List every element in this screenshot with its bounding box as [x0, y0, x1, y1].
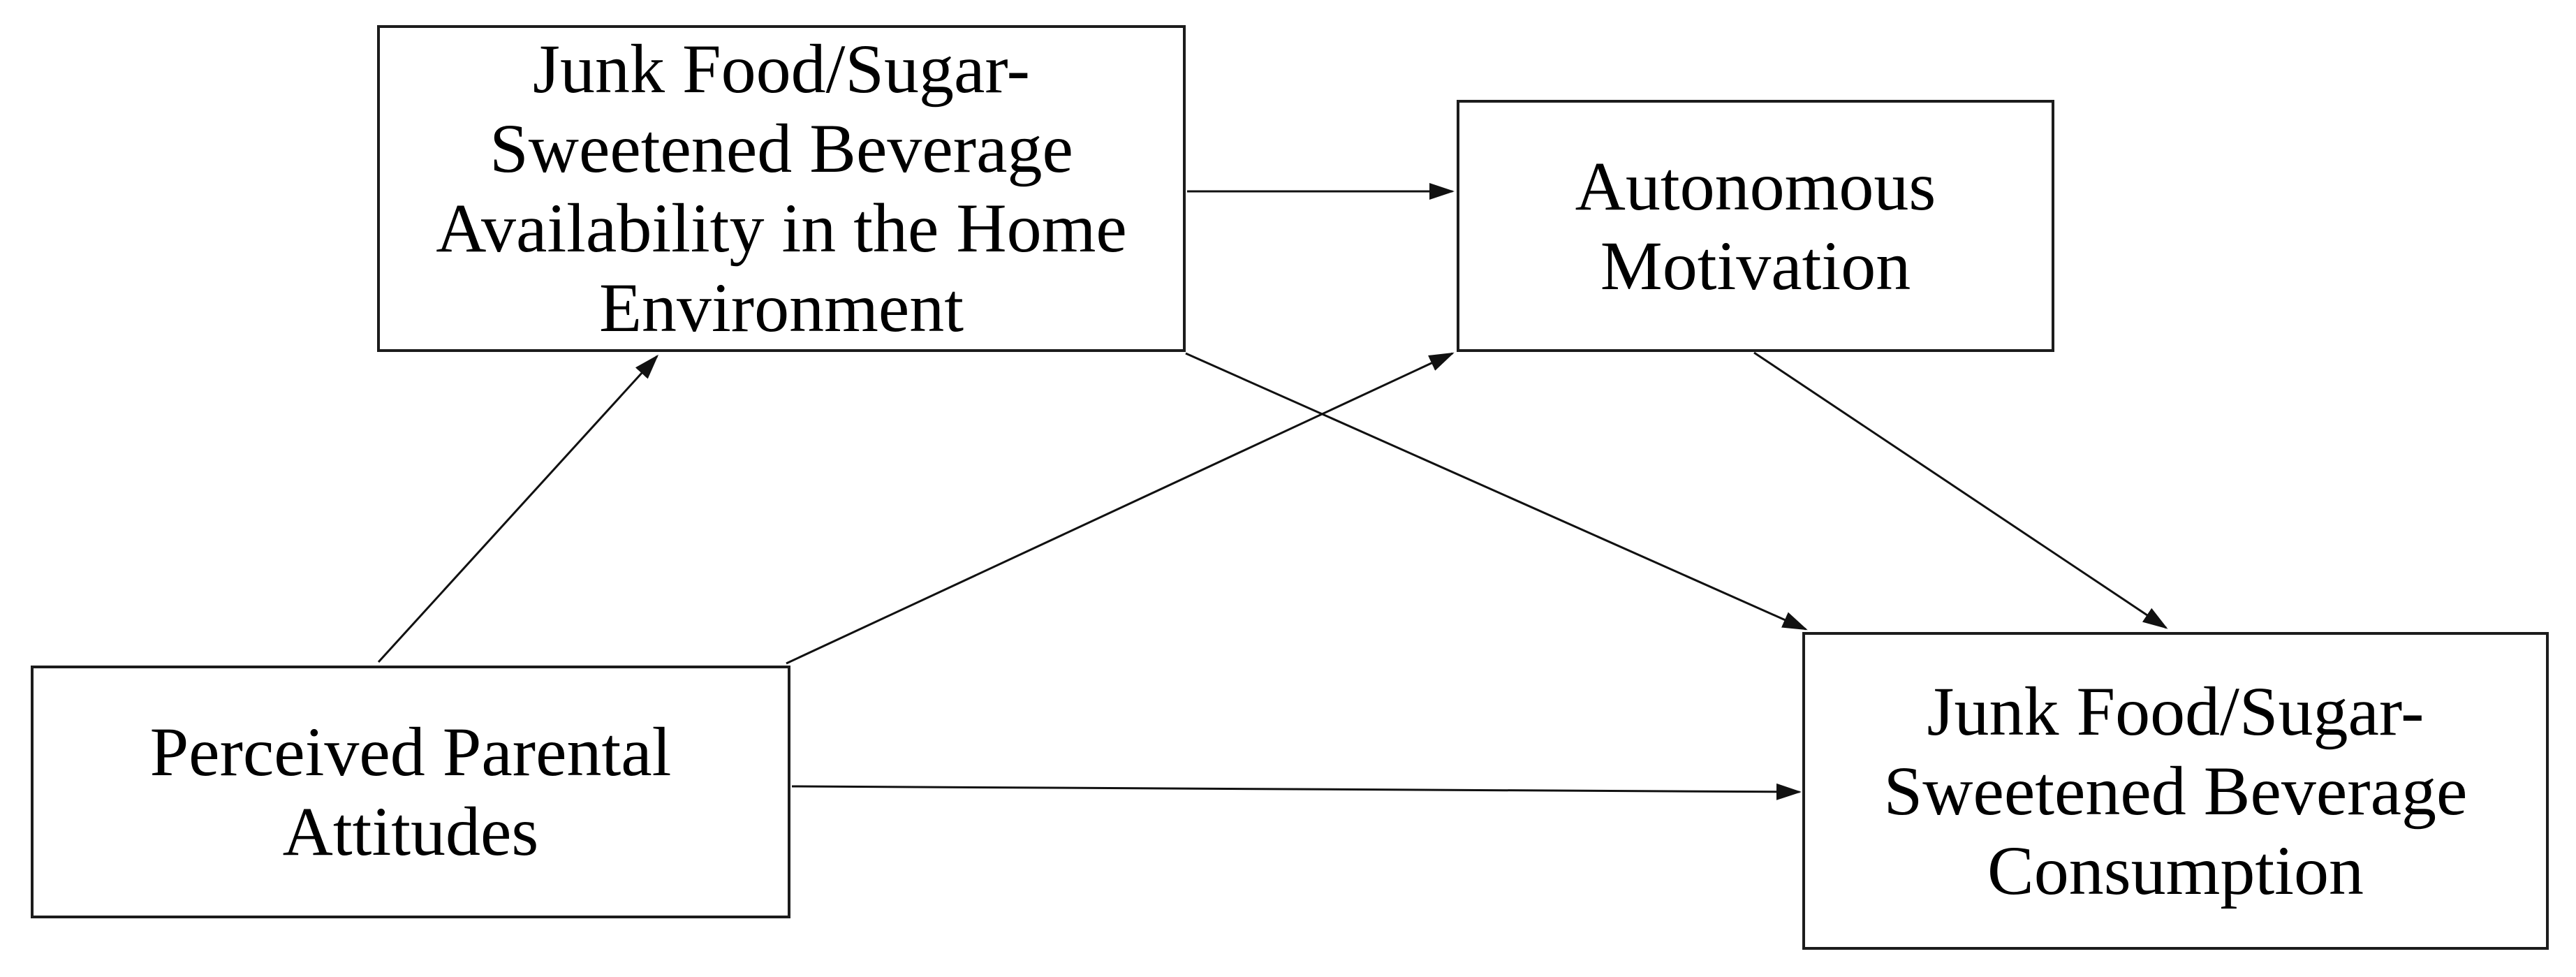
node-availability-line: Junk Food/Sugar-: [533, 30, 1030, 108]
node-consumption-line: Junk Food/Sugar-: [1927, 672, 2424, 750]
node-consumption: Junk Food/Sugar- Sweetened Beverage Cons…: [1802, 632, 2549, 950]
arrow-availability-to-consumption: [1185, 352, 1808, 631]
node-perceived-parental-attitudes: Perceived Parental Attitudes: [31, 666, 790, 918]
arrow-motivation-to-consumption: [1753, 351, 2168, 629]
node-availability-line: Sweetened Beverage: [490, 110, 1073, 187]
node-availability-line: Environment: [598, 269, 964, 346]
node-perceived-parental-attitudes-line: Perceived Parental: [149, 713, 672, 791]
node-perceived-parental-attitudes-line: Attitudes: [282, 793, 539, 870]
arrow-attitudes-to-motivation: [786, 352, 1455, 665]
node-availability-line: Availability in the Home: [436, 189, 1127, 267]
node-autonomous-motivation: Autonomous Motivation: [1457, 100, 2054, 352]
node-availability: Junk Food/Sugar- Sweetened Beverage Avai…: [377, 25, 1186, 352]
node-consumption-line: Consumption: [1987, 831, 2364, 909]
node-consumption-line: Sweetened Beverage: [1883, 751, 2468, 830]
node-autonomous-motivation-line: Autonomous: [1575, 147, 1936, 225]
node-autonomous-motivation-line: Motivation: [1600, 226, 1911, 304]
arrow-attitudes-to-consumption: [791, 783, 1802, 800]
arrow-attitudes-to-availability: [377, 354, 659, 663]
